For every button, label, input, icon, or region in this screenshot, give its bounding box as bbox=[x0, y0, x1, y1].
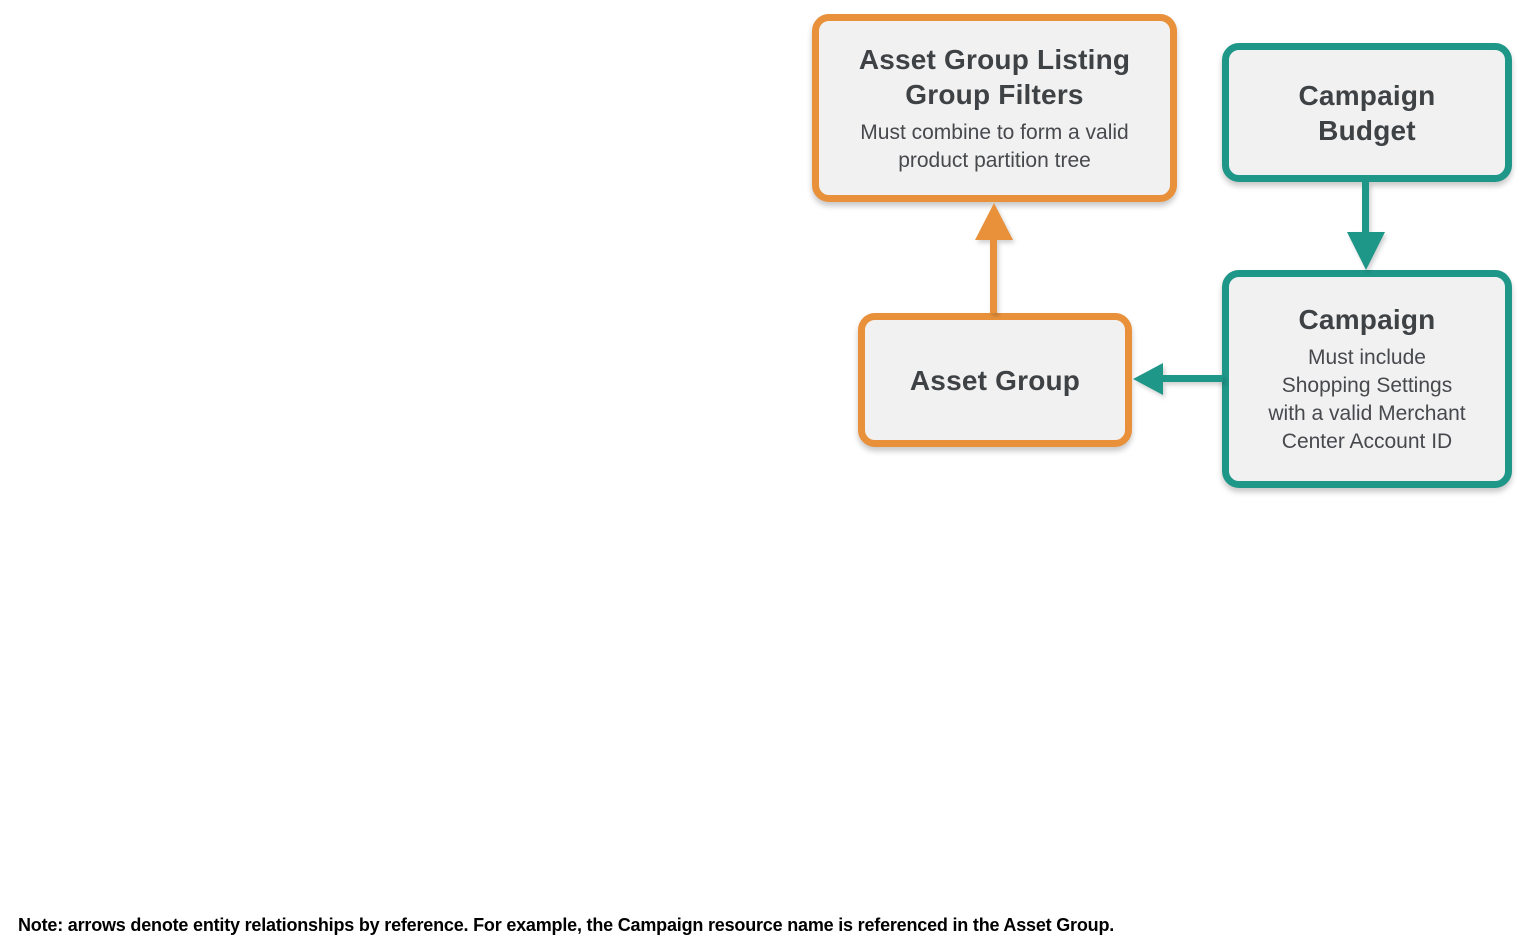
diagram-footnote: Note: arrows denote entity relationships… bbox=[18, 915, 1115, 935]
asset-group-listing-group-filters-title: Asset Group Listing Group Filters bbox=[858, 43, 1131, 110]
arrow-head-left-icon bbox=[1133, 363, 1163, 395]
campaign-box: Campaign Must include Shopping Settings … bbox=[1222, 270, 1512, 488]
arrow-shaft bbox=[1161, 375, 1223, 382]
campaign-subtitle: Must include Shopping Settings with a va… bbox=[1268, 346, 1466, 453]
asset-group-box: Asset Group bbox=[858, 313, 1132, 447]
arrow-shaft bbox=[1362, 182, 1369, 234]
campaign-budget-title: Campaign Budget bbox=[1298, 79, 1436, 146]
campaign-budget-box: Campaign Budget bbox=[1222, 43, 1512, 182]
asset-group-listing-group-filters-subtitle: Must combine to form a valid product par… bbox=[860, 120, 1129, 172]
asset-group-listing-group-filters-box: Asset Group Listing Group Filters Must c… bbox=[812, 14, 1177, 202]
campaign-title: Campaign bbox=[1298, 304, 1436, 336]
arrow-head-down-icon bbox=[1347, 232, 1385, 270]
arrow-shaft bbox=[990, 236, 997, 313]
arrow-head-up-icon bbox=[975, 203, 1013, 240]
asset-group-title: Asset Group bbox=[909, 364, 1081, 396]
